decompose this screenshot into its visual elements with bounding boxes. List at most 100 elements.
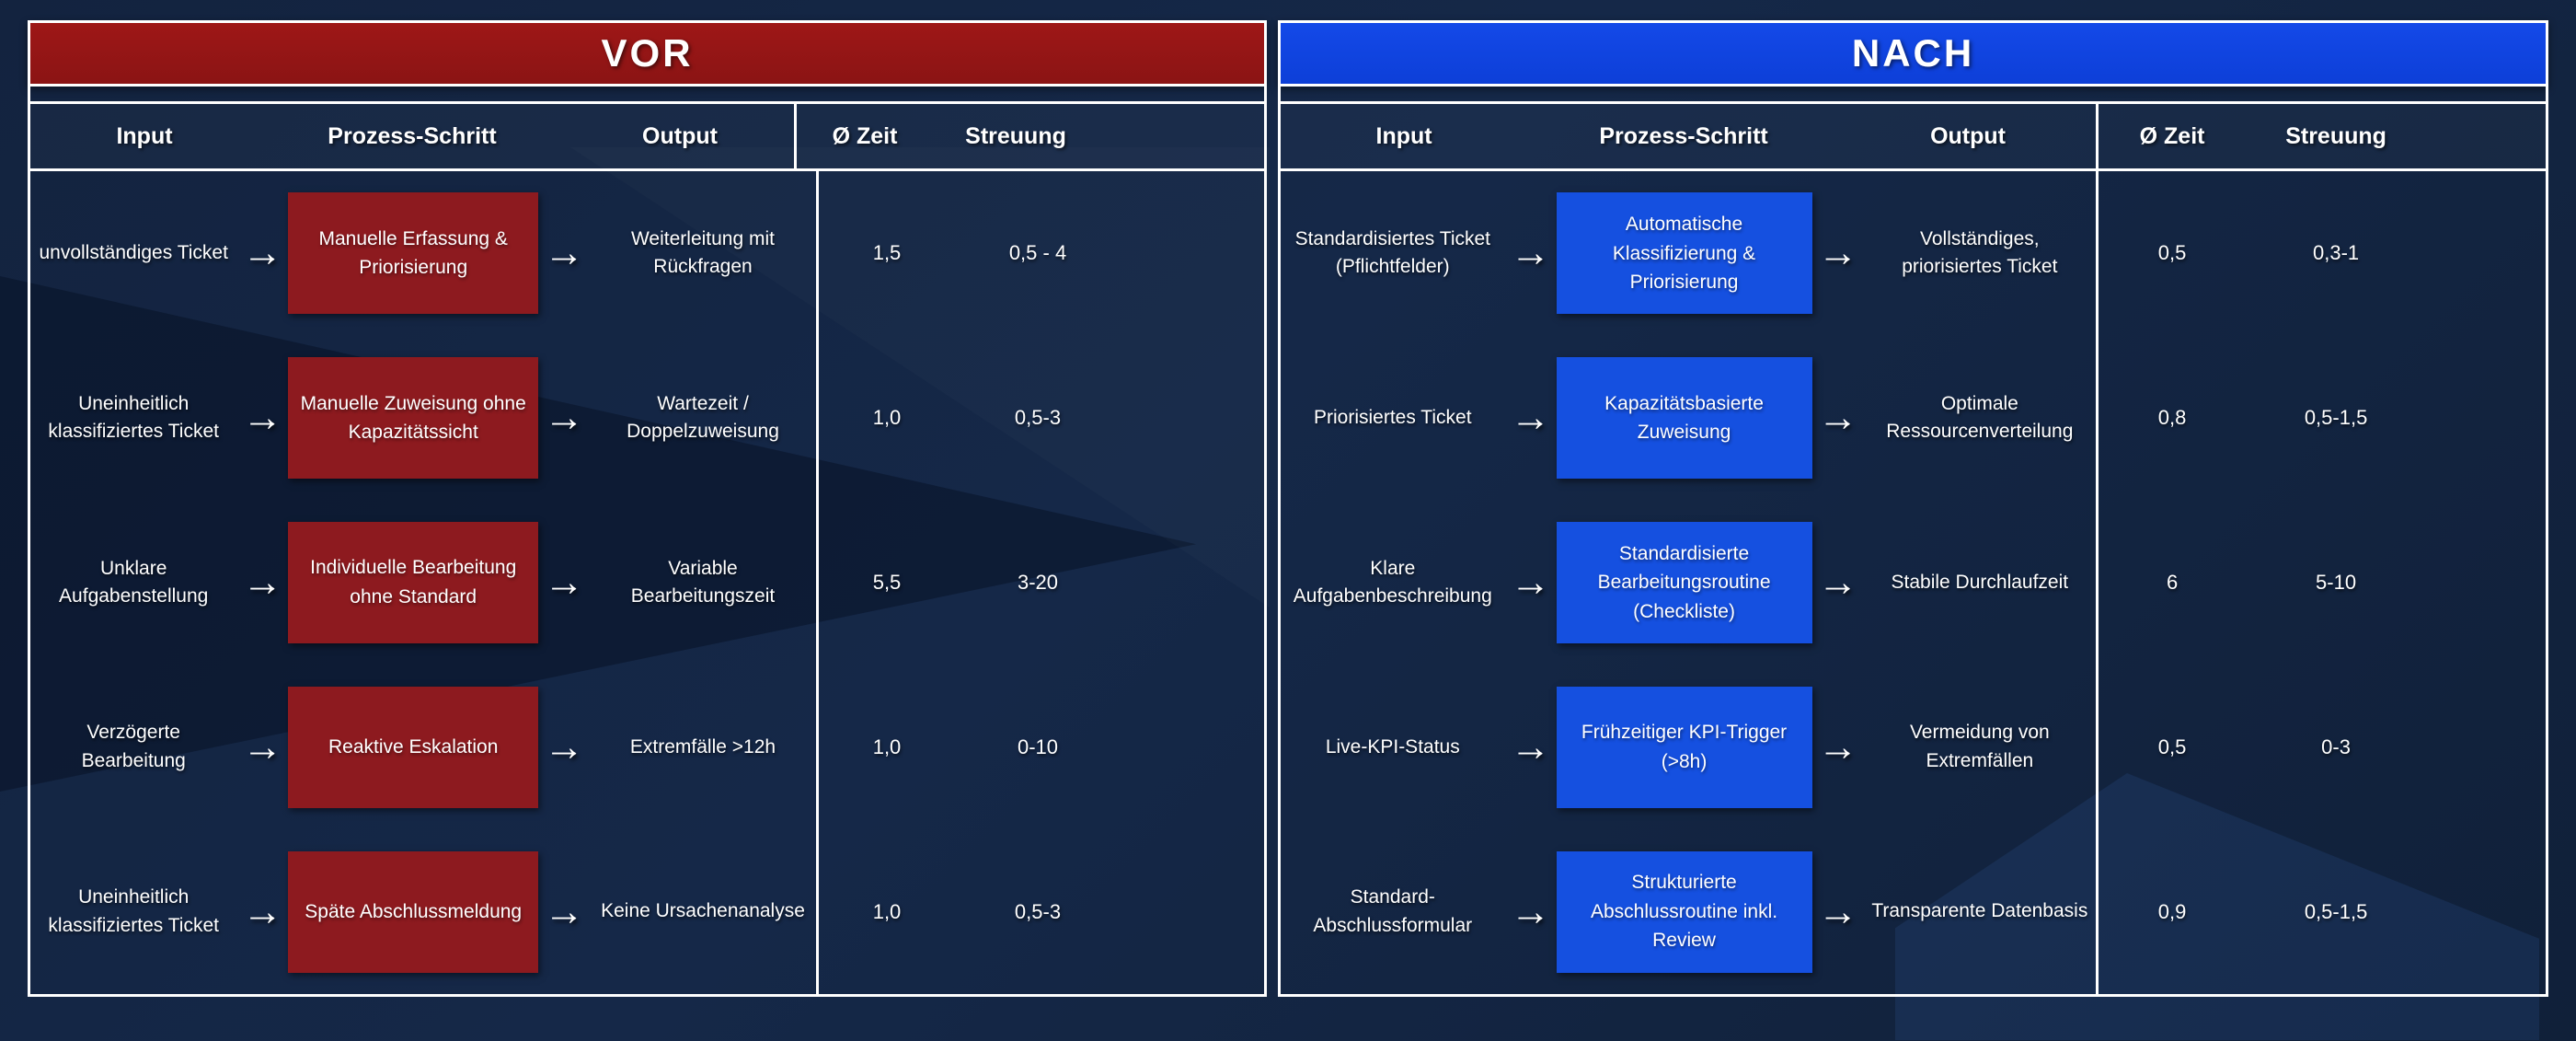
right-arrow-icon: → — [242, 395, 283, 441]
flow-column-nach: Standardisiertes Ticket (Pflichtfelder) … — [1281, 171, 2096, 994]
arrow-cell: → — [1812, 398, 1864, 438]
arrow-cell: → — [1505, 398, 1557, 438]
cell-step: Strukturierte Abschlussroutine inkl. Rev… — [1556, 850, 1812, 973]
table-row: unvollständiges Ticket → Manuelle Erfass… — [30, 171, 816, 336]
arrow-cell: → — [1812, 233, 1864, 273]
right-arrow-icon: → — [1817, 559, 1858, 605]
cell-output: Optimale Ressourcenverteilung — [1886, 392, 2074, 443]
cell-input: Uneinheitlich klassifiziertes Ticket — [48, 886, 219, 936]
cell-output: Weiterleitung mit Rückfragen — [630, 227, 775, 278]
column-header-streuung: Streuung — [965, 122, 1066, 149]
cell-step: Automatische Klassifizierung & Priorisie… — [1556, 192, 1812, 315]
header-flow-group-nach: Input Prozess-Schritt Output — [1281, 104, 2096, 168]
cell-step: Individuelle Bearbeitung ohne Standard — [288, 521, 539, 643]
column-header-output: Output — [642, 122, 718, 149]
table-row: Live-KPI-Status → Frühzeitiger KPI-Trigg… — [1281, 665, 2096, 829]
right-arrow-icon: → — [1510, 395, 1551, 441]
cell-output: Wartezeit / Doppelzuweisung — [627, 392, 779, 443]
cell-output: Vermeidung von Extremfällen — [1909, 722, 2050, 771]
cell-input: Verzögerte Bearbeitung — [81, 722, 186, 771]
metric-row: 0,5 0-3 — [2099, 665, 2546, 829]
arrow-cell: → — [236, 559, 288, 605]
table-body-vor: unvollständiges Ticket → Manuelle Erfass… — [30, 171, 1264, 994]
right-arrow-icon: → — [1817, 230, 1858, 276]
table-row: Verzögerte Bearbeitung → Reaktive Eskala… — [30, 665, 816, 829]
title-spacer-nach — [1278, 87, 2548, 101]
flow-column-vor: unvollständiges Ticket → Manuelle Erfass… — [30, 171, 816, 994]
cell-output: Keine Ursachenanalyse — [601, 900, 805, 922]
column-header-input: Input — [116, 122, 173, 149]
cell-streuung: 0,5-3 — [1014, 899, 1062, 923]
header-metrics-group-nach: Ø Zeit Streuung — [2096, 104, 2426, 168]
cell-streuung: 0,3-1 — [2312, 241, 2360, 265]
cell-streuung: 0,5-1,5 — [2304, 406, 2368, 430]
column-header-zeit: Ø Zeit — [832, 122, 898, 149]
cell-input: Standard-Abschlussformular — [1313, 886, 1473, 936]
cell-streuung: 0-3 — [2321, 734, 2351, 758]
metric-row: 0,8 0,5-1,5 — [2099, 336, 2546, 501]
right-arrow-icon: → — [242, 559, 283, 605]
right-arrow-icon: → — [544, 888, 585, 934]
cell-zeit: 1,0 — [872, 734, 902, 758]
table-row: Uneinheitlich klassifiziertes Ticket → S… — [30, 829, 816, 994]
header-flow-group-vor: Input Prozess-Schritt Output — [30, 104, 794, 168]
table-nach: Input Prozess-Schritt Output Ø Zeit Stre… — [1278, 101, 2548, 997]
process-step-box: Automatische Klassifizierung & Priorisie… — [1556, 192, 1812, 315]
cell-streuung: 0,5-1,5 — [2304, 899, 2368, 923]
metric-row: 1,0 0,5-3 — [819, 336, 1264, 501]
process-step-box: Späte Abschlussmeldung — [288, 850, 539, 973]
cell-step: Standardisierte Bearbeitungsroutine (Che… — [1556, 521, 1812, 643]
cell-input: unvollständiges Ticket — [39, 242, 228, 264]
cell-zeit: 0,5 — [2157, 241, 2187, 265]
arrow-cell: → — [236, 726, 288, 768]
cell-output: Transparente Datenbasis — [1871, 900, 2088, 922]
process-step-box: Standardisierte Bearbeitungsroutine (Che… — [1556, 521, 1812, 643]
process-step-box: Manuelle Erfassung & Priorisierung — [288, 192, 539, 315]
metrics-column-nach: 0,5 0,3-1 0,8 0,5-1,5 6 5-10 0,5 — [2096, 171, 2546, 994]
process-step-box: Frühzeitiger KPI-Trigger (>8h) — [1556, 686, 1812, 808]
column-header-zeit: Ø Zeit — [2139, 122, 2205, 149]
cell-step: Manuelle Zuweisung ohne Kapazitätssicht — [288, 357, 539, 480]
panel-title-bar-nach: NACH — [1278, 20, 2548, 87]
arrow-cell: → — [1505, 233, 1557, 273]
arrow-cell: → — [538, 723, 590, 769]
metric-row: 0,5 0,3-1 — [2099, 171, 2546, 336]
table-body-nach: Standardisiertes Ticket (Pflichtfelder) … — [1281, 171, 2546, 994]
process-step-box: Individuelle Bearbeitung ohne Standard — [288, 521, 539, 643]
cell-step: Kapazitätsbasierte Zuweisung — [1556, 357, 1812, 480]
cell-input: Standardisiertes Ticket (Pflichtfelder) — [1294, 227, 1490, 278]
table-vor: Input Prozess-Schritt Output Ø Zeit Stre… — [28, 101, 1268, 997]
metric-row: 0,9 0,5-1,5 — [2099, 829, 2546, 994]
arrow-cell: → — [1505, 726, 1557, 768]
column-header-input: Input — [1375, 122, 1432, 149]
cell-input: Uneinheitlich klassifiziertes Ticket — [48, 392, 219, 443]
right-arrow-icon: → — [1510, 559, 1551, 605]
right-arrow-icon: → — [1817, 888, 1858, 934]
arrow-cell: → — [538, 233, 590, 273]
cell-input: Unklare Aufgabenstellung — [59, 557, 209, 607]
table-row: Priorisiertes Ticket → Kapazitätsbasiert… — [1281, 336, 2096, 501]
metric-row: 5,5 3-20 — [819, 501, 1264, 665]
arrow-cell: → — [1505, 559, 1557, 605]
panel-title-vor: VOR — [601, 31, 694, 75]
table-row: Unklare Aufgabenstellung → Individuelle … — [30, 501, 816, 665]
table-header-nach: Input Prozess-Schritt Output Ø Zeit Stre… — [1281, 101, 2546, 171]
process-step-box: Kapazitätsbasierte Zuweisung — [1556, 357, 1812, 480]
cell-streuung: 0,5-3 — [1014, 406, 1062, 430]
cell-zeit: 0,5 — [2157, 734, 2187, 758]
right-arrow-icon: → — [544, 559, 585, 605]
process-step-box: Manuelle Zuweisung ohne Kapazitätssicht — [288, 357, 539, 480]
table-row: Standardisiertes Ticket (Pflichtfelder) … — [1281, 171, 2096, 336]
table-header-vor: Input Prozess-Schritt Output Ø Zeit Stre… — [30, 101, 1265, 171]
cell-input: Klare Aufgabenbeschreibung — [1293, 557, 1492, 607]
right-arrow-icon: → — [544, 723, 585, 769]
right-arrow-icon: → — [1510, 888, 1551, 934]
table-row: Uneinheitlich klassifiziertes Ticket → M… — [30, 336, 816, 501]
right-arrow-icon: → — [242, 230, 283, 276]
cell-streuung: 0-10 — [1017, 734, 1059, 758]
header-metrics-group-vor: Ø Zeit Streuung — [794, 104, 1098, 168]
arrow-cell: → — [538, 559, 590, 605]
arrow-cell: → — [1812, 726, 1864, 768]
cell-zeit: 1,5 — [872, 241, 902, 265]
